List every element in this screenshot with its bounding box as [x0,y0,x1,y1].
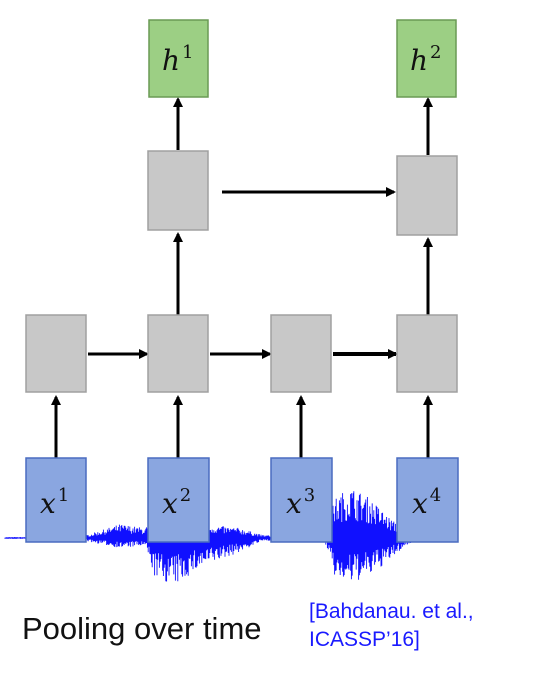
input-x1-box [25,457,87,543]
input-x4-box [396,457,459,543]
hidden-box-l1-2 [147,314,209,393]
input-x2-box [147,457,210,543]
hidden-box-l2-1 [147,150,209,231]
hidden-box-l2-2 [396,155,458,236]
citation-line-1: [Bahdanau. et al., [309,600,474,623]
hidden-layers [25,150,458,393]
output-h1-box [148,19,209,98]
citation[interactable]: [Bahdanau. et al., ICASSP’16] [309,598,474,654]
hidden-box-l1-3 [270,314,332,393]
citation-line-2: ICASSP’16] [309,628,420,651]
output-h2-box [396,19,457,98]
caption: Pooling over time [22,611,262,646]
hidden-box-l1-4 [396,314,458,393]
input-x3-box [270,457,333,543]
arrows [51,97,433,458]
hidden-box-l1-1 [25,314,87,393]
